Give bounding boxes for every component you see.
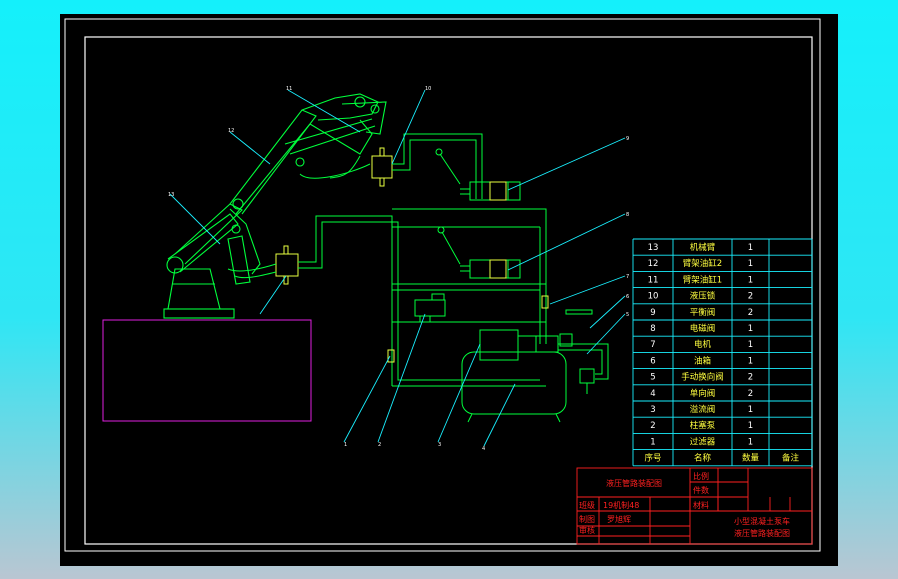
parts-row-name: 机械臂 xyxy=(690,242,716,253)
class-value: 19机制48 xyxy=(603,500,639,510)
callout-2: 2 xyxy=(378,442,381,448)
parts-row-no: 3 xyxy=(650,405,655,415)
callout-12: 12 xyxy=(228,128,234,134)
callout-11: 11 xyxy=(286,86,292,92)
parts-row-qty: 2 xyxy=(748,373,753,383)
parts-row-qty: 1 xyxy=(748,356,753,366)
drawn-value: 罗旭辉 xyxy=(607,514,631,524)
parts-row-qty: 1 xyxy=(748,421,753,431)
parts-row-name: 电磁阀 xyxy=(690,323,716,334)
callout-3: 3 xyxy=(438,442,441,448)
parts-row-no: 13 xyxy=(648,243,659,253)
manual-directional-valves xyxy=(435,148,521,279)
drawing-title: 液压管路装配图 xyxy=(606,478,662,488)
parts-row-name: 臂架油缸2 xyxy=(683,258,722,269)
callout-4: 4 xyxy=(482,446,485,452)
parts-row-qty: 1 xyxy=(748,243,753,253)
parts-row-no: 11 xyxy=(648,275,659,285)
valve-accents xyxy=(489,181,507,279)
parts-row-qty: 2 xyxy=(748,389,753,399)
cad-drawing: 1 2 3 4 5 6 7 8 9 10 11 12 13 13机械臂112臂架… xyxy=(64,18,821,552)
solenoid-valve xyxy=(414,293,446,323)
parts-row-name: 电机 xyxy=(694,339,712,350)
parts-row-no: 4 xyxy=(650,389,655,399)
parts-header-qty: 数量 xyxy=(742,453,760,464)
parts-row-qty: 1 xyxy=(748,340,753,350)
hydraulic-lines xyxy=(227,133,609,387)
project-line-1: 小型混凝土泵车 xyxy=(734,516,790,526)
parts-row-name: 单向阀 xyxy=(690,388,716,399)
callout-13: 13 xyxy=(168,192,174,198)
parts-row-name: 过滤器 xyxy=(690,436,716,447)
parts-row-name: 溢流阀 xyxy=(690,404,716,415)
parts-row-no: 12 xyxy=(648,259,659,269)
parts-row-name: 臂架油缸1 xyxy=(683,274,722,285)
small-valves xyxy=(387,295,549,363)
project-line-2: 液压管路装配图 xyxy=(734,528,790,538)
parts-row-no: 6 xyxy=(650,356,655,366)
parts-row-name: 平衡阀 xyxy=(690,307,716,318)
parts-row-name: 油箱 xyxy=(694,355,712,366)
callout-5: 5 xyxy=(626,312,629,318)
parts-row-no: 2 xyxy=(650,421,655,431)
callout-9: 9 xyxy=(626,136,629,142)
parts-row-qty: 2 xyxy=(748,292,753,302)
parts-header-no: 序号 xyxy=(644,453,661,464)
parts-row-no: 1 xyxy=(650,437,655,447)
scale-label: 比例 xyxy=(693,471,709,481)
parts-row-no: 5 xyxy=(650,373,655,383)
title-block: 液压管路装配图 比例 件数 材料 班级 19机制48 制图 罗旭辉 审核 小型混… xyxy=(576,467,813,545)
parts-row-qty: 2 xyxy=(748,308,753,318)
callout-6: 6 xyxy=(626,294,629,300)
parts-row-no: 8 xyxy=(650,324,655,334)
callout-numbers: 1 2 3 4 5 6 7 8 9 10 11 12 13 xyxy=(168,86,629,452)
foundation-block xyxy=(102,319,312,422)
class-label: 班级 xyxy=(579,500,595,510)
callout-8: 8 xyxy=(626,212,629,218)
parts-row-qty: 1 xyxy=(748,324,753,334)
parts-header-remark: 备注 xyxy=(782,453,800,464)
parts-row-qty: 1 xyxy=(748,405,753,415)
outer-frame xyxy=(64,18,821,552)
drawn-label: 制图 xyxy=(579,514,595,524)
parts-row-qty: 1 xyxy=(748,275,753,285)
leader-lines xyxy=(169,89,626,447)
parts-row-name: 手动换向阀 xyxy=(681,372,724,383)
checked-label: 审核 xyxy=(579,525,595,535)
parts-header-name: 名称 xyxy=(694,453,712,464)
pieces-label: 件数 xyxy=(693,485,709,495)
parts-row-qty: 1 xyxy=(748,437,753,447)
material-label: 材料 xyxy=(693,500,709,510)
callout-7: 7 xyxy=(626,274,629,280)
callout-10: 10 xyxy=(425,86,431,92)
parts-row-name: 液压锁 xyxy=(690,291,716,302)
power-unit xyxy=(461,309,595,423)
parts-row-name: 柱塞泵 xyxy=(690,420,716,431)
callout-1: 1 xyxy=(344,442,347,448)
parts-row-qty: 1 xyxy=(748,259,753,269)
boom-arm xyxy=(163,93,387,319)
parts-row-no: 7 xyxy=(650,340,655,350)
parts-row-no: 10 xyxy=(648,292,659,302)
parts-row-no: 9 xyxy=(650,308,655,318)
